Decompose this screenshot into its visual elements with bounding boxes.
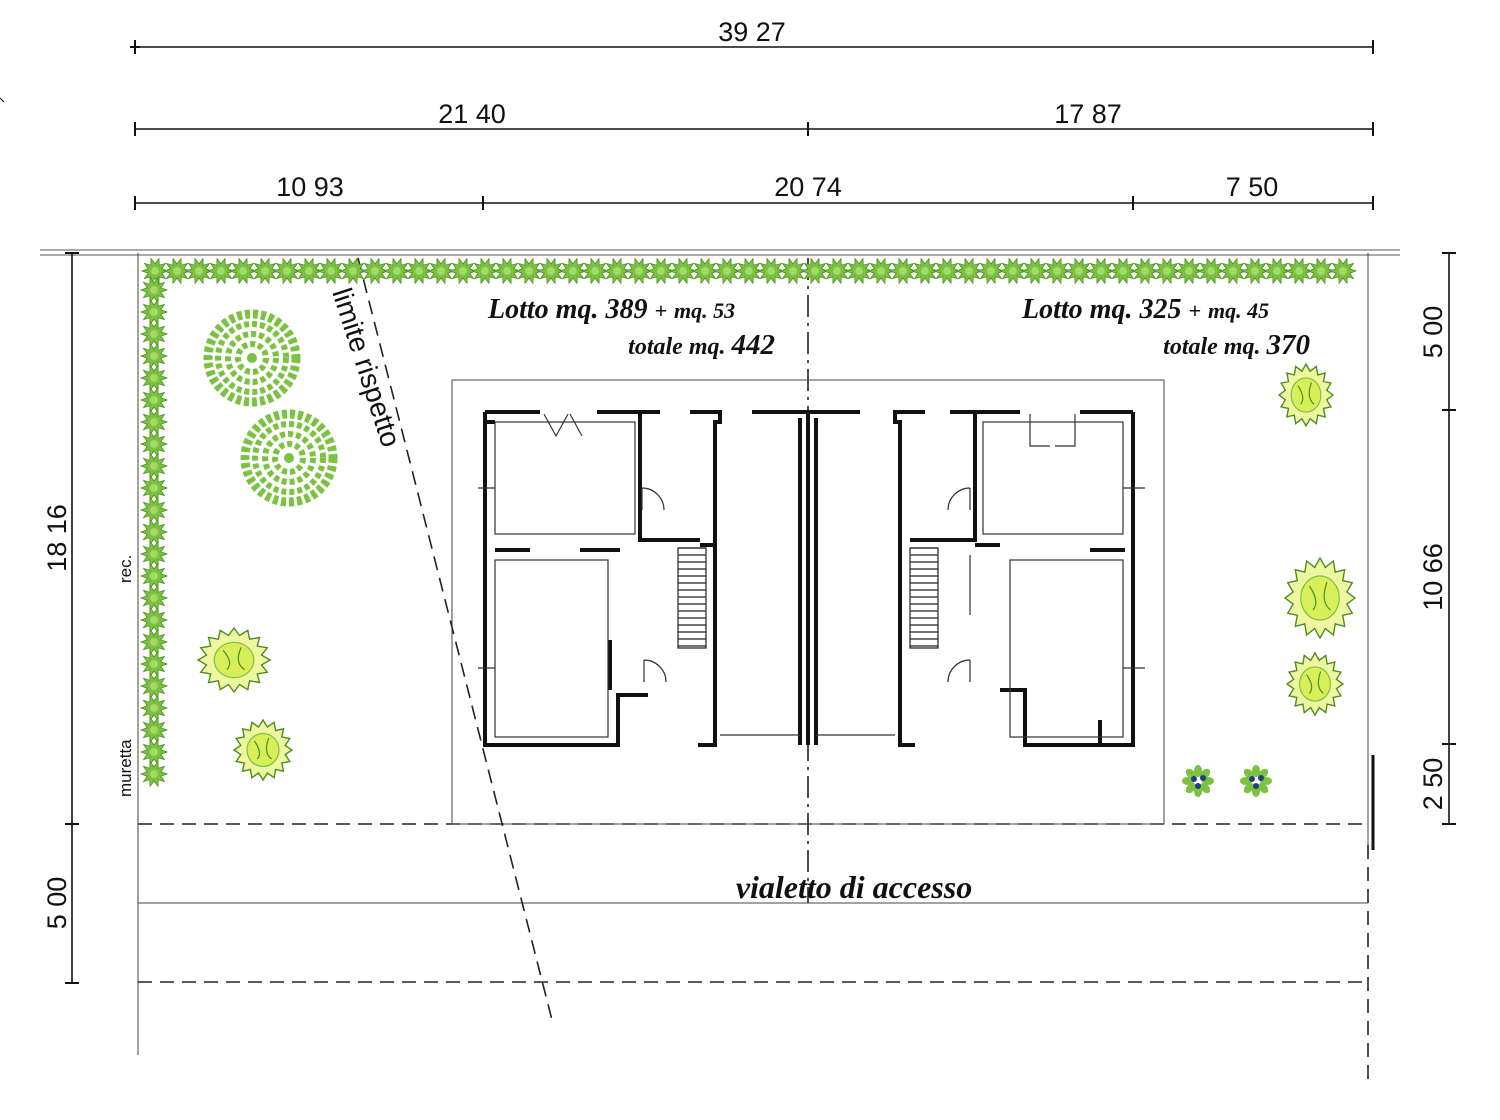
lot-right-plus: + <box>1188 298 1201 323</box>
hedge-top <box>140 257 1358 285</box>
svg-text:Lotto mq. 389: Lotto mq. 389 + mq. 53 <box>487 294 735 325</box>
lot-left-total-label: totale mq. <box>628 334 725 360</box>
stairs-left <box>677 547 707 649</box>
lot-right-area: 325 <box>1138 294 1181 325</box>
wall-note: muretta <box>116 739 135 797</box>
lot-left-plus: + <box>654 298 667 323</box>
dim-seg-left: 10 93 <box>276 172 344 202</box>
right-dimension: 5 00 10 66 2 50 <box>1418 252 1456 825</box>
lot-left-area: 389 <box>604 294 647 325</box>
dim-seg-middle: 20 74 <box>774 172 842 202</box>
dim-left-total: 18 16 <box>42 504 72 572</box>
dim-right-section: 17 87 <box>1054 99 1122 129</box>
lot-right-total-label: totale mq. <box>1163 334 1260 360</box>
access-path-label: vialetto di accesso <box>736 869 972 905</box>
top-dimension-sections: 21 40 17 87 <box>134 99 1374 136</box>
tree-spiky-3 <box>1277 362 1335 428</box>
dim-seg-right: 7 50 <box>1226 172 1279 202</box>
hedge-left <box>139 276 169 788</box>
setback-line: limite rispetto <box>326 257 553 1021</box>
building-left-unit <box>478 410 722 747</box>
dim-right-top: 5 00 <box>1418 306 1448 359</box>
top-boundary <box>40 249 1400 256</box>
tree-spiky-5 <box>1285 651 1345 717</box>
lot-left-total: 442 <box>731 329 776 361</box>
left-dimension: 18 16 5 00 <box>42 252 79 984</box>
flower-shrub-1 <box>1182 765 1214 797</box>
lot-left-extra: mq. 53 <box>674 298 735 323</box>
dim-left-section: 21 40 <box>438 99 506 129</box>
tree-spiky-2 <box>232 718 294 782</box>
garage-block <box>720 410 895 745</box>
fence-note: rec. <box>116 555 135 583</box>
tree-concentric-2 <box>240 409 338 507</box>
top-dimension-segments: 10 93 20 74 7 50 <box>134 172 1374 210</box>
lot-label-left: Lotto mq. 389 + mq. 53 totale mq. 442 <box>487 294 775 361</box>
lot-label-right: Lotto mq. 325 + mq. 45 totale mq. 370 <box>1021 294 1310 361</box>
svg-text:totale mq. 442: totale mq. 442 <box>628 329 775 361</box>
tree-spiky-4 <box>1283 556 1357 640</box>
dim-left-access: 5 00 <box>42 877 72 930</box>
lot-right-prefix: Lotto mq. <box>1021 294 1132 325</box>
setback-label: limite rispetto <box>326 284 406 450</box>
top-dimension-total: 39 27 <box>130 17 1374 54</box>
lot-left-prefix: Lotto mq. <box>487 294 598 325</box>
lot-right-extra: mq. 45 <box>1208 298 1269 323</box>
flower-shrub-2 <box>1240 765 1272 797</box>
lot-right-total: 370 <box>1266 329 1311 361</box>
svg-text:totale mq. 370: totale mq. 370 <box>1163 329 1310 361</box>
dim-right-middle: 10 66 <box>1418 543 1448 611</box>
stairs-right <box>909 547 939 649</box>
lot-boundaries <box>137 253 1375 1080</box>
building-right-unit <box>893 410 1145 747</box>
dim-total-width: 39 27 <box>718 17 786 47</box>
tree-concentric-1 <box>203 309 301 407</box>
svg-text:Lotto mq. 325: Lotto mq. 325 + mq. 45 <box>1021 294 1269 325</box>
dim-right-bottom: 2 50 <box>1418 758 1448 811</box>
tree-spiky-1 <box>196 626 272 694</box>
